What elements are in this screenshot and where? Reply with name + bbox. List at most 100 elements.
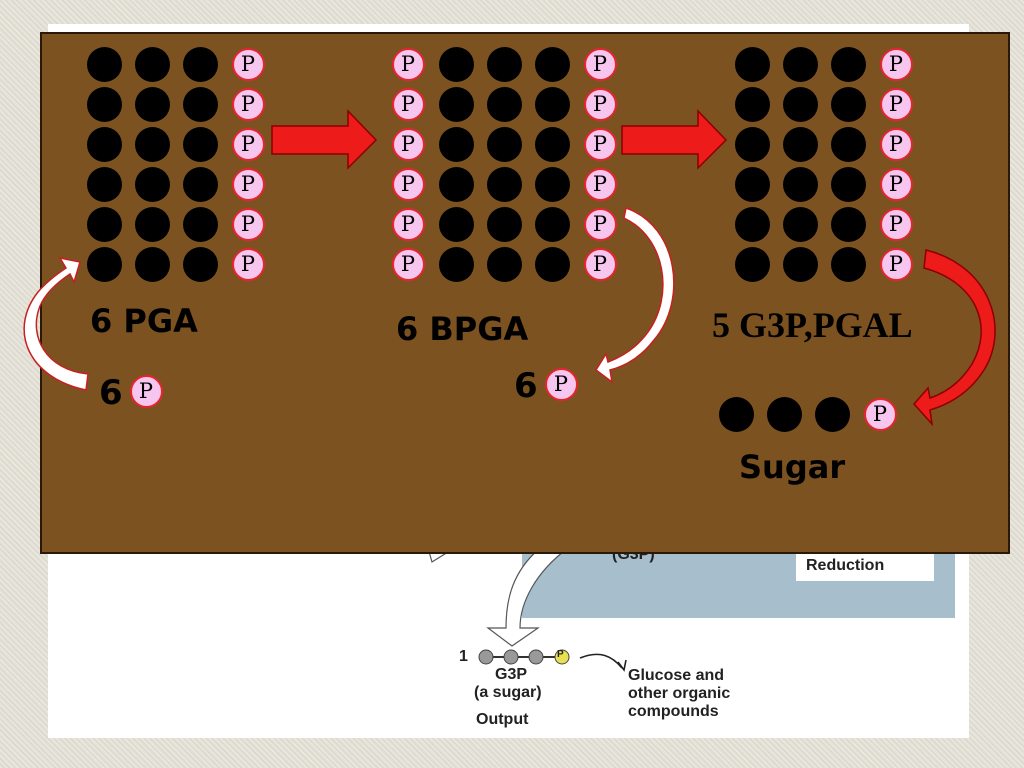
input-phosphate-count: 6 xyxy=(99,373,123,413)
bpga-carbon xyxy=(438,86,474,122)
bpga-phosphate-icon: P xyxy=(583,87,617,121)
pga-carbon xyxy=(182,206,218,242)
bpga-carbon xyxy=(534,126,570,162)
label-6-bpga: 6 BPGA xyxy=(396,310,529,348)
bpga-phosphate-icon: P xyxy=(391,167,425,201)
output-phosphate xyxy=(554,649,570,665)
output-phosphate-letter: P xyxy=(557,649,564,660)
g3p-carbon xyxy=(830,206,866,242)
bpga-carbon xyxy=(486,206,522,242)
bpga-carbon xyxy=(486,246,522,282)
pga-carbon xyxy=(182,46,218,82)
glucose-line-3: compounds xyxy=(628,703,719,720)
bpga-carbon xyxy=(438,246,474,282)
pga-phosphate-icon: P xyxy=(231,127,265,161)
g3p-carbon xyxy=(782,246,818,282)
pga-carbon xyxy=(86,246,122,282)
g3p-carbon xyxy=(734,166,770,202)
sugar-carbon xyxy=(718,396,754,432)
pga-carbon xyxy=(134,46,170,82)
pga-carbon xyxy=(86,126,122,162)
bpga-phosphate-icon: P xyxy=(391,87,425,121)
bpga-carbon xyxy=(438,46,474,82)
arrow-pga-to-bpga xyxy=(271,109,378,170)
pga-phosphate-icon: P xyxy=(231,207,265,241)
g3p-carbon xyxy=(782,166,818,202)
output-curve-arrow xyxy=(486,547,570,647)
bpga-carbon xyxy=(534,86,570,122)
bpga-carbon xyxy=(438,166,474,202)
g3p-phosphate-icon: P xyxy=(879,87,913,121)
sugar-carbon xyxy=(814,396,850,432)
bpga-phosphate-icon: P xyxy=(583,127,617,161)
g3p-carbon xyxy=(782,206,818,242)
sugar-release-arrow xyxy=(912,249,996,427)
pga-carbon xyxy=(86,46,122,82)
bpga-phosphate-icon: P xyxy=(391,127,425,161)
pga-phosphate-icon: P xyxy=(231,87,265,121)
pga-carbon xyxy=(86,86,122,122)
pga-carbon xyxy=(134,86,170,122)
pga-carbon xyxy=(86,166,122,202)
glucose-line-2: other organic xyxy=(628,685,731,702)
g3p-carbon xyxy=(734,246,770,282)
released-phosphate-count: 6 xyxy=(514,366,538,406)
bpga-carbon xyxy=(438,206,474,242)
bpga-carbon xyxy=(486,86,522,122)
output-label: Output xyxy=(476,711,529,728)
g3p-phosphate-icon: P xyxy=(879,127,913,161)
label-5-g3p-pgal: 5 G3P,PGAL xyxy=(712,305,913,345)
pga-phosphate-icon: P xyxy=(231,47,265,81)
pga-carbon xyxy=(182,246,218,282)
pga-phosphate-icon: P xyxy=(231,167,265,201)
bpga-carbon xyxy=(534,46,570,82)
g3p-phosphate-icon: P xyxy=(879,247,913,281)
sugar-phosphate-icon: P xyxy=(863,397,897,431)
bpga-phosphate-icon: P xyxy=(583,207,617,241)
bpga-phosphate-icon: P xyxy=(391,47,425,81)
pga-carbon xyxy=(134,206,170,242)
output-carbon-1 xyxy=(478,649,494,665)
g3p-carbon xyxy=(830,246,866,282)
glucose-line-1: Glucose and xyxy=(628,667,725,684)
bpga-carbon xyxy=(486,126,522,162)
label-6-pga: 6 PGA xyxy=(90,302,198,340)
g3p-carbon xyxy=(830,126,866,162)
bpga-phosphate-icon: P xyxy=(391,247,425,281)
g3p-phosphate-icon: P xyxy=(879,167,913,201)
reduction-label-box: Reduction xyxy=(796,553,934,581)
output-carbon-3 xyxy=(528,649,544,665)
g3p-phosphate-icon: P xyxy=(879,207,913,241)
g3p-carbon xyxy=(830,166,866,202)
output-a-sugar: (a sugar) xyxy=(474,684,542,701)
sugar-carbon xyxy=(766,396,802,432)
g3p-carbon xyxy=(782,46,818,82)
pga-carbon xyxy=(134,126,170,162)
released-phosphate-icon: P xyxy=(544,367,578,401)
pga-carbon xyxy=(182,86,218,122)
bpga-carbon xyxy=(534,206,570,242)
phosphate-release-arrow xyxy=(594,207,675,384)
label-sugar: Sugar xyxy=(739,448,846,486)
bpga-carbon xyxy=(534,246,570,282)
g3p-carbon xyxy=(734,86,770,122)
bpga-carbon xyxy=(486,166,522,202)
pga-carbon xyxy=(134,246,170,282)
bpga-phosphate-icon: P xyxy=(391,207,425,241)
pga-carbon xyxy=(134,166,170,202)
g3p-carbon xyxy=(734,46,770,82)
bpga-carbon xyxy=(486,46,522,82)
pga-carbon xyxy=(182,166,218,202)
pga-carbon xyxy=(86,206,122,242)
phosphate-recycle-arrow xyxy=(23,256,89,391)
g3p-carbon xyxy=(734,126,770,162)
reduction-label: Reduction xyxy=(806,557,885,574)
bpga-phosphate-icon: P xyxy=(583,167,617,201)
g3p-carbon xyxy=(734,206,770,242)
output-g3p: G3P xyxy=(495,666,528,683)
g3p-carbon xyxy=(782,86,818,122)
bpga-carbon xyxy=(534,166,570,202)
